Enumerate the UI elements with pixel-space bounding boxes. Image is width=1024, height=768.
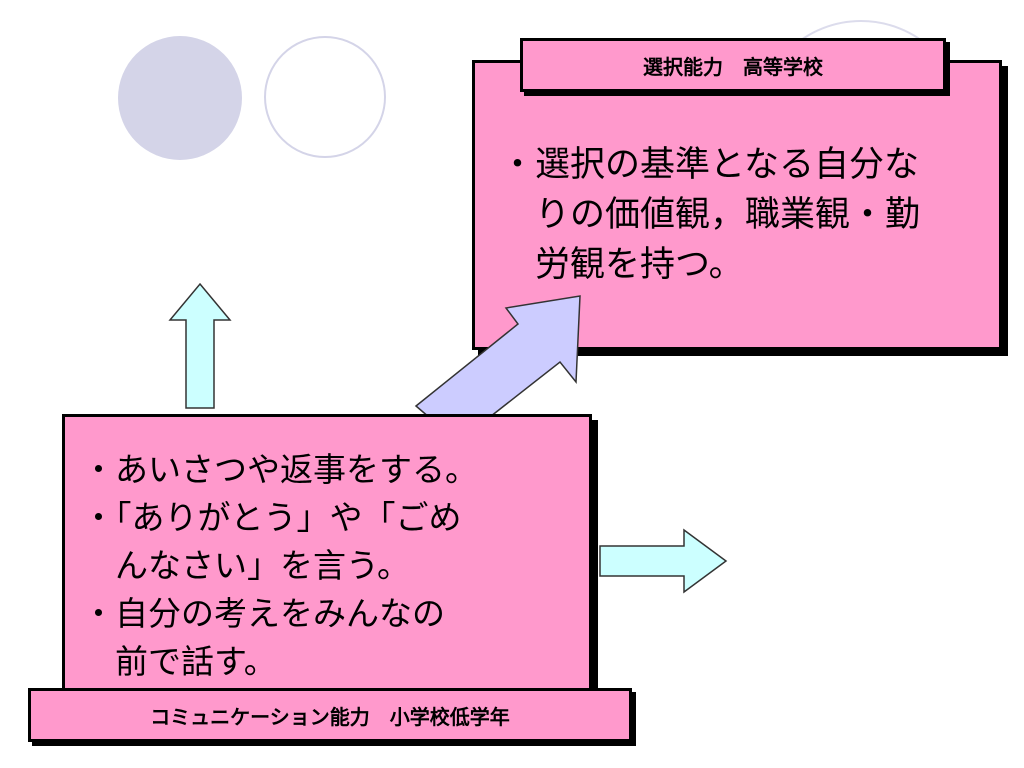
high-school-title: 選択能力 高等学校	[520, 38, 946, 92]
elementary-text: ・あいさつや返事をする。 ・「ありがとう」や「ごめ んなさい」を言う。 ・自分の…	[82, 446, 582, 686]
elementary-line-5: 前で話す。	[115, 642, 277, 681]
elementary-title: コミュニケーション能力 小学校低学年	[28, 688, 632, 742]
high-school-line-3: 労観を持つ。	[535, 245, 744, 285]
decorative-outline-circle	[264, 36, 386, 158]
elementary-box	[62, 414, 592, 696]
right-arrow	[599, 528, 728, 594]
elementary-line-3: んなさい」を言う。	[115, 546, 411, 585]
high-school-line-2: りの価値観，職業観・勤	[535, 195, 921, 235]
high-school-line-1: ・選択の基準となる自分な	[500, 145, 919, 185]
elementary-line-2: ・「ありがとう」や「ごめ	[82, 498, 462, 537]
elementary-line-4: ・自分の考えをみんなの	[82, 594, 445, 633]
up-arrow	[168, 282, 232, 409]
elementary-line-1: ・あいさつや返事をする。	[82, 450, 478, 489]
decorative-filled-circle	[118, 36, 242, 160]
high-school-text: ・選択の基準となる自分な りの価値観，職業観・勤 労観を持つ。	[500, 140, 980, 290]
